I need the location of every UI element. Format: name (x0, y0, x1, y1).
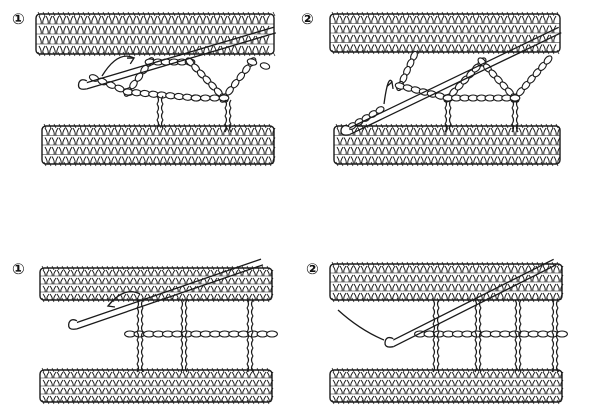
chain-arc-4 (185, 57, 229, 103)
post-2 (511, 99, 519, 133)
foundation-band-top (329, 11, 561, 55)
grid-post-4 (551, 299, 559, 373)
panel-bottom-left (39, 258, 278, 405)
arrow-icon (106, 291, 141, 308)
chain-arc-3 (443, 57, 487, 103)
grid-post-0 (136, 299, 144, 373)
chain-link-6 (442, 94, 521, 102)
panel-top-right (329, 11, 562, 167)
step-label-2-top: ② (301, 10, 314, 28)
band-bottom (329, 367, 564, 405)
grid-post-3 (514, 299, 522, 373)
crochet-hook-icon (68, 258, 264, 330)
step-label-1-top: ① (12, 10, 25, 28)
foundation-band-bottom (41, 123, 276, 167)
crochet-hook-icon (340, 26, 562, 136)
post-1 (444, 99, 452, 133)
arrow-icon (383, 79, 394, 105)
grid-post-2 (246, 299, 254, 373)
foundation-band-top (35, 11, 276, 57)
crochet-hook-icon (77, 26, 277, 90)
grid-post-2 (474, 299, 482, 373)
foundation-band-bottom (333, 123, 561, 167)
step-label-2-bottom: ② (306, 260, 319, 278)
band-top (39, 265, 274, 303)
panel-bottom-right (329, 258, 568, 405)
chain-link-8 (190, 94, 230, 102)
panel-top-left (35, 11, 277, 167)
band-top (329, 261, 564, 303)
grid-post-1 (432, 299, 440, 373)
crochet-hook-icon (384, 258, 557, 348)
chain-arc-6 (246, 58, 271, 70)
grid-post-1 (180, 299, 188, 373)
band-bottom (39, 367, 274, 405)
post-1 (156, 95, 164, 129)
step-label-1-bottom: ① (12, 260, 25, 278)
grid-row-chain (124, 330, 278, 338)
post-2 (224, 99, 232, 133)
arrow-icon (101, 55, 136, 77)
